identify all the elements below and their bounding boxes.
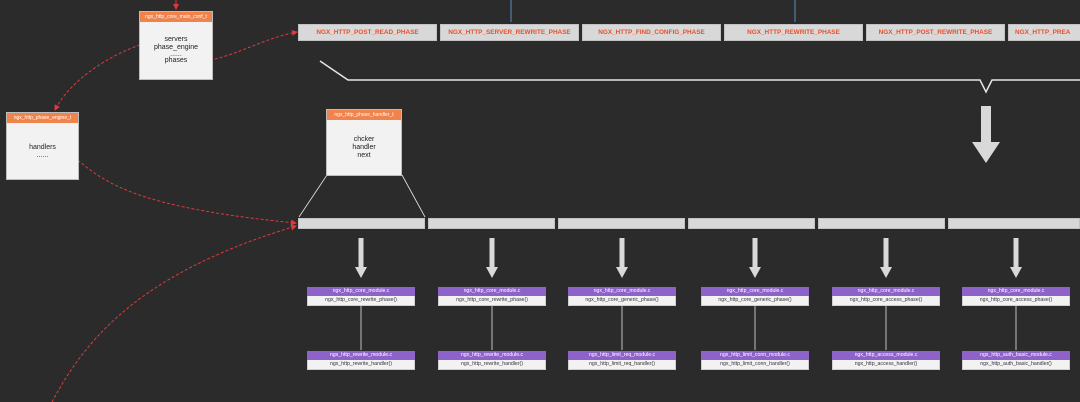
phase-engine-title: ngx_http_phase_engine_t (7, 113, 78, 123)
phase-handler-struct: ngx_http_phase_handler_t chcker handler … (326, 109, 402, 176)
handler-module-title: ngx_http_access_module.c (832, 351, 940, 360)
handler-module-title: ngx_http_limit_conn_module.c (701, 351, 809, 360)
phase-brace (319, 60, 1080, 94)
phase-cell: NGX_HTTP_POST_READ_PHASE (298, 24, 437, 41)
phase-engine-struct: ngx_http_phase_engine_t handlers ...... (6, 112, 79, 180)
handler-module-function: ngx_http_rewrite_handler() (438, 360, 546, 370)
core-module-function: ngx_http_core_access_phase() (832, 296, 940, 306)
core-module-title: ngx_http_core_module.c (832, 287, 940, 296)
phase-handler-field-checker: chcker (353, 136, 375, 143)
core-module-box: ngx_http_core_module.c ngx_http_core_rew… (307, 287, 415, 306)
handler-module-title: ngx_http_auth_basic_module.c (962, 351, 1070, 360)
handler-slot (948, 218, 1080, 229)
phase-engine-pointer (54, 44, 141, 111)
main-conf-title: ngx_http_core_main_conf_t (140, 12, 212, 22)
column-down-arrow (616, 238, 628, 278)
core-module-box: ngx_http_core_module.c ngx_http_core_gen… (701, 287, 809, 306)
core-module-function: ngx_http_core_rewrite_phase() (307, 296, 415, 306)
phase-handler-title: ngx_http_phase_handler_t (327, 110, 401, 120)
core-module-box: ngx_http_core_module.c ngx_http_core_gen… (568, 287, 676, 306)
handler-module-box: ngx_http_rewrite_module.c ngx_http_rewri… (438, 351, 546, 370)
core-module-title: ngx_http_core_module.c (307, 287, 415, 296)
handler-module-box: ngx_http_auth_basic_module.c ngx_http_au… (962, 351, 1070, 370)
core-module-box: ngx_http_core_module.c ngx_http_core_acc… (832, 287, 940, 306)
phase-engine-field-ellipsis: ...... (36, 152, 49, 159)
core-module-title: ngx_http_core_module.c (962, 287, 1070, 296)
big-down-arrow (972, 106, 1000, 163)
core-module-function: ngx_http_core_access_phase() (962, 296, 1070, 306)
column-down-arrow (749, 238, 761, 278)
zoom-line-left (298, 174, 328, 218)
core-module-title: ngx_http_core_module.c (568, 287, 676, 296)
handler-slot (558, 218, 685, 229)
core-module-title: ngx_http_core_module.c (701, 287, 809, 296)
phase-handler-field-next: next (357, 152, 371, 159)
handler-module-function: ngx_http_rewrite_handler() (307, 360, 415, 370)
column-down-arrow (1010, 238, 1022, 278)
handler-slot (818, 218, 945, 229)
handler-module-function: ngx_http_limit_conn_handler() (701, 360, 809, 370)
phase-handler-field-handler: handler (352, 144, 376, 151)
handler-module-box: ngx_http_rewrite_module.c ngx_http_rewri… (307, 351, 415, 370)
handler-module-title: ngx_http_limit_req_module.c (568, 351, 676, 360)
handler-module-function: ngx_http_limit_req_handler() (568, 360, 676, 370)
handler-module-title: ngx_http_rewrite_module.c (438, 351, 546, 360)
handler-module-box: ngx_http_limit_conn_module.c ngx_http_li… (701, 351, 809, 370)
main-conf-field-phase-engine: phase_engine (154, 44, 198, 51)
phase-cell: NGX_HTTP_FIND_CONFIG_PHASE (582, 24, 721, 41)
handler-module-box: ngx_http_limit_req_module.c ngx_http_lim… (568, 351, 676, 370)
handler-slot (428, 218, 555, 229)
column-down-arrow (486, 238, 498, 278)
phase-cell: NGX_HTTP_REWRITE_PHASE (724, 24, 863, 41)
bottom-pointer (51, 224, 297, 402)
main-conf-struct: ngx_http_core_main_conf_t servers phase_… (139, 11, 213, 80)
main-conf-field-phases: phases (164, 57, 188, 64)
phase-cell: NGX_HTTP_PREA (1008, 24, 1080, 41)
core-module-title: ngx_http_core_module.c (438, 287, 546, 296)
handler-module-function: ngx_http_auth_basic_handler() (962, 360, 1070, 370)
phase-cell: NGX_HTTP_SERVER_REWRITE_PHASE (440, 24, 579, 41)
handlers-pointer (61, 147, 297, 226)
core-module-function: ngx_http_core_generic_phase() (701, 296, 809, 306)
core-module-box: ngx_http_core_module.c ngx_http_core_acc… (962, 287, 1070, 306)
main-conf-field-ellipsis: ...... (170, 51, 182, 58)
core-module-function: ngx_http_core_generic_phase() (568, 296, 676, 306)
phase-cell: NGX_HTTP_POST_REWRITE_PHASE (866, 24, 1005, 41)
handler-module-title: ngx_http_rewrite_module.c (307, 351, 415, 360)
column-down-arrow (880, 238, 892, 278)
core-module-box: ngx_http_core_module.c ngx_http_core_rew… (438, 287, 546, 306)
handler-slot (298, 218, 425, 229)
column-down-arrow (355, 238, 367, 278)
core-module-function: ngx_http_core_rewrite_phase() (438, 296, 546, 306)
main-conf-field-servers: servers (164, 36, 188, 43)
handler-slot (688, 218, 815, 229)
handler-module-box: ngx_http_access_module.c ngx_http_access… (832, 351, 940, 370)
zoom-line-right (401, 174, 426, 218)
handler-module-function: ngx_http_access_handler() (832, 360, 940, 370)
phase-engine-field-handlers: handlers (29, 144, 56, 151)
